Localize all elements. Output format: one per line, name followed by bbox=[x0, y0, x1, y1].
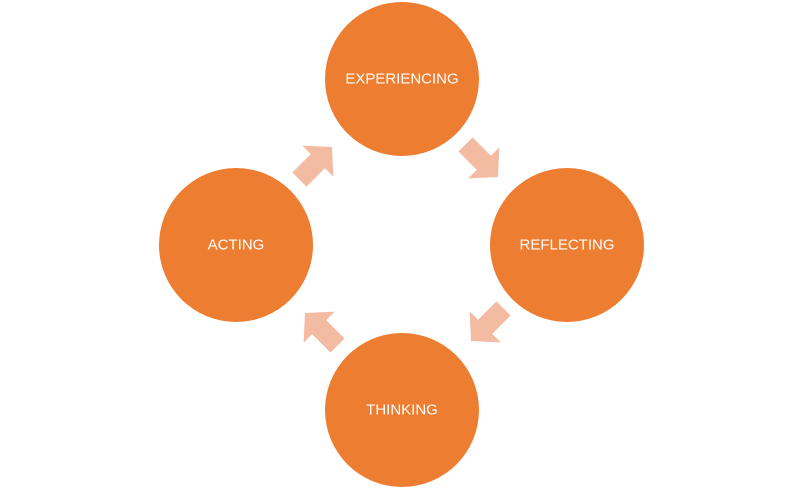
arrow-thinking-to-acting bbox=[289, 297, 354, 362]
arrow-reflecting-to-thinking bbox=[455, 292, 520, 357]
arrow-acting-to-experiencing bbox=[283, 131, 348, 196]
node-reflecting: REFLECTING bbox=[490, 168, 644, 322]
node-label-acting: ACTING bbox=[208, 237, 265, 254]
node-acting: ACTING bbox=[159, 168, 313, 322]
node-label-thinking: THINKING bbox=[366, 402, 438, 419]
node-thinking: THINKING bbox=[325, 333, 479, 487]
node-label-experiencing: EXPERIENCING bbox=[345, 71, 458, 88]
node-experiencing: EXPERIENCING bbox=[325, 2, 479, 156]
node-label-reflecting: REFLECTING bbox=[519, 237, 614, 254]
arrow-experiencing-to-reflecting bbox=[449, 128, 514, 193]
